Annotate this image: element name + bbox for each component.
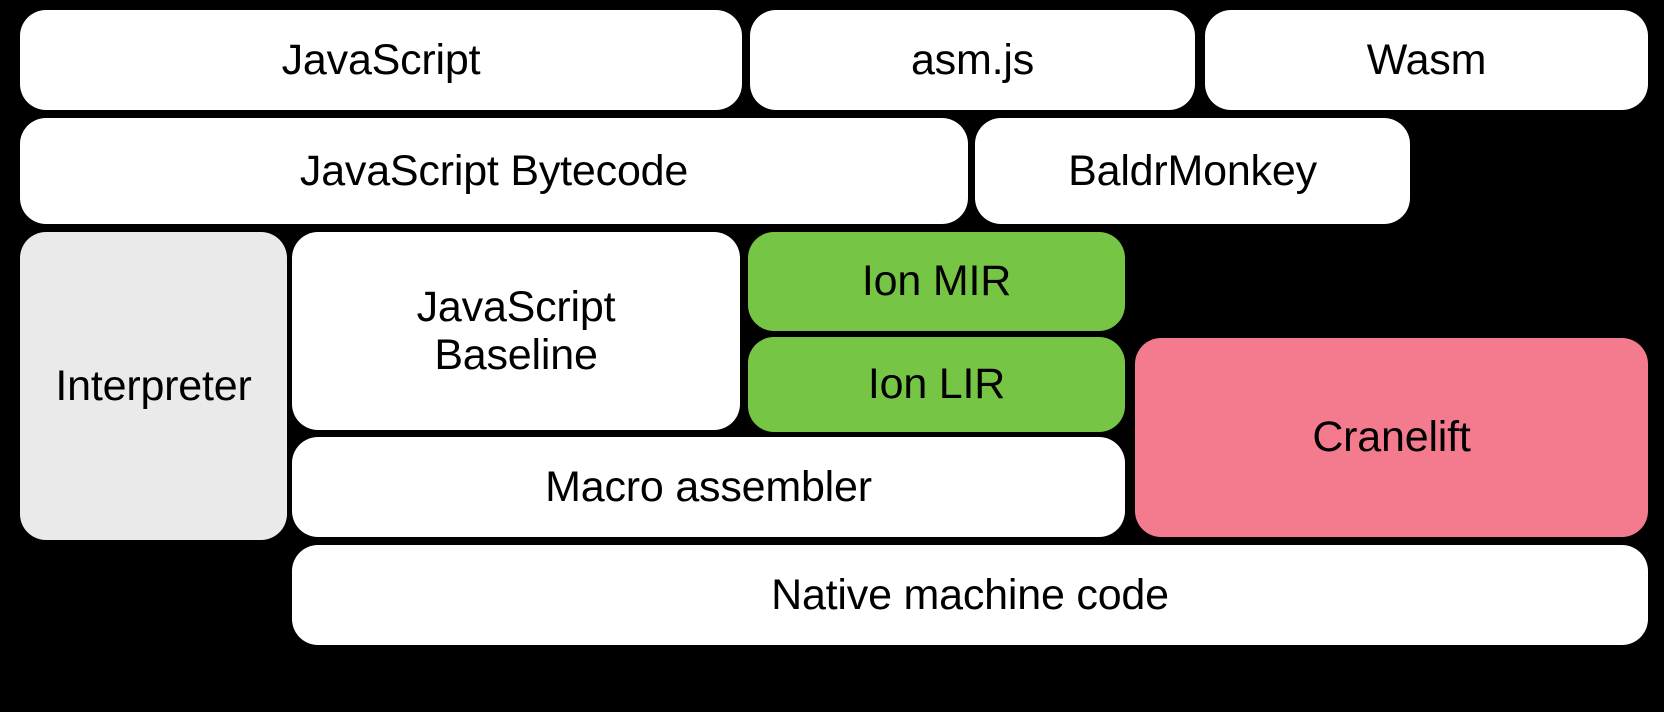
node-macro-assembler-label: Macro assembler xyxy=(545,462,872,511)
node-javascript-label: JavaScript xyxy=(281,35,481,84)
node-interpreter-label: Interpreter xyxy=(55,361,252,410)
node-javascript-baseline[interactable]: JavaScript Baseline xyxy=(292,232,740,430)
node-javascript-baseline-label: JavaScript Baseline xyxy=(417,283,616,379)
node-baldrmonkey-label: BaldrMonkey xyxy=(1068,146,1317,195)
node-interpreter[interactable]: Interpreter xyxy=(20,232,287,540)
node-native-machine-code[interactable]: Native machine code xyxy=(292,545,1648,645)
node-asmjs-label: asm.js xyxy=(910,35,1035,84)
node-cranelift[interactable]: Cranelift xyxy=(1135,338,1648,537)
node-baldrmonkey[interactable]: BaldrMonkey xyxy=(975,118,1410,224)
node-ion-mir-label: Ion MIR xyxy=(861,257,1012,306)
node-javascript-bytecode[interactable]: JavaScript Bytecode xyxy=(20,118,968,224)
node-cranelift-label: Cranelift xyxy=(1312,413,1471,462)
node-ion-lir-label: Ion LIR xyxy=(867,360,1006,409)
node-wasm[interactable]: Wasm xyxy=(1205,10,1648,110)
node-ion-mir[interactable]: Ion MIR xyxy=(748,232,1125,331)
node-javascript-baseline-label-line1: JavaScript xyxy=(416,282,616,331)
node-javascript[interactable]: JavaScript xyxy=(20,10,742,110)
node-macro-assembler[interactable]: Macro assembler xyxy=(292,437,1125,537)
node-ion-lir[interactable]: Ion LIR xyxy=(748,337,1125,432)
node-wasm-label: Wasm xyxy=(1366,35,1487,84)
node-javascript-baseline-label-line2: Baseline xyxy=(434,331,598,379)
node-javascript-bytecode-label: JavaScript Bytecode xyxy=(299,146,689,195)
node-asmjs[interactable]: asm.js xyxy=(750,10,1195,110)
node-native-machine-code-label: Native machine code xyxy=(771,570,1169,619)
